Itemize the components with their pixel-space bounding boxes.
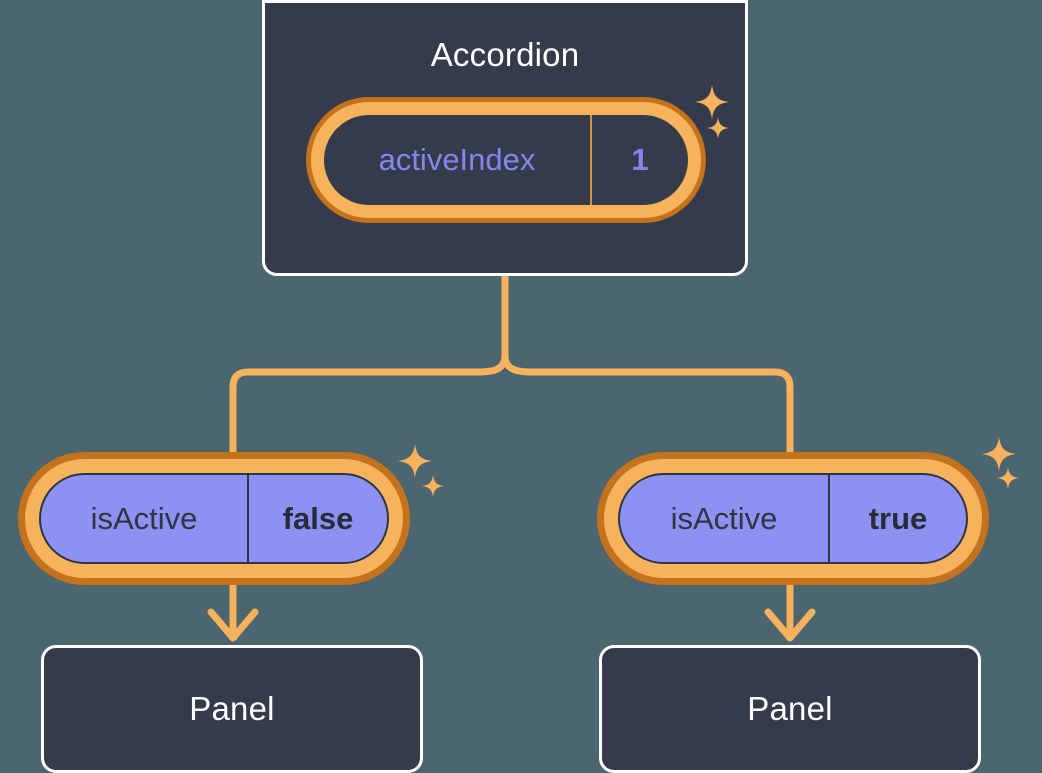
pill-body: activeIndex 1: [324, 115, 688, 205]
sparkle-icon: [982, 437, 1016, 471]
state-pill-isactive-true[interactable]: isActive true: [597, 452, 989, 585]
sparkle-icon: [997, 467, 1019, 489]
component-accordion-title: Accordion: [430, 36, 580, 73]
pill-ring: isActive false: [25, 459, 403, 578]
arrowhead-left: [207, 608, 259, 642]
pill-divider: [590, 115, 592, 205]
pill-ring: isActive true: [604, 459, 982, 578]
component-panel-right-title: Panel: [747, 690, 833, 727]
sparkle-icon: [398, 444, 432, 478]
wire-to-left-branch: [229, 351, 509, 456]
pill-divider: [828, 475, 830, 562]
state-pill-activeindex[interactable]: activeIndex 1: [306, 97, 706, 223]
pill-divider: [247, 475, 249, 562]
state-key-activeindex: activeIndex: [378, 142, 536, 177]
state-value-activeindex: 1: [631, 142, 649, 177]
pill-body: isActive false: [39, 473, 389, 564]
state-value-isactive-right: true: [868, 500, 928, 536]
state-key-isactive-right: isActive: [670, 500, 778, 536]
sparkle-icon: [422, 475, 444, 497]
pill-body: isActive true: [618, 473, 968, 564]
state-value-isactive-left: false: [282, 500, 354, 536]
wire-to-right-branch: [501, 351, 794, 456]
component-panel-left-title: Panel: [189, 690, 275, 727]
state-key-isactive-left: isActive: [90, 500, 198, 536]
arrowhead-right: [764, 608, 816, 642]
component-panel-left[interactable]: Panel: [41, 645, 423, 773]
pill-ring: activeIndex 1: [311, 102, 701, 218]
state-pill-isactive-false[interactable]: isActive false: [18, 452, 410, 585]
component-panel-right[interactable]: Panel: [599, 645, 981, 773]
